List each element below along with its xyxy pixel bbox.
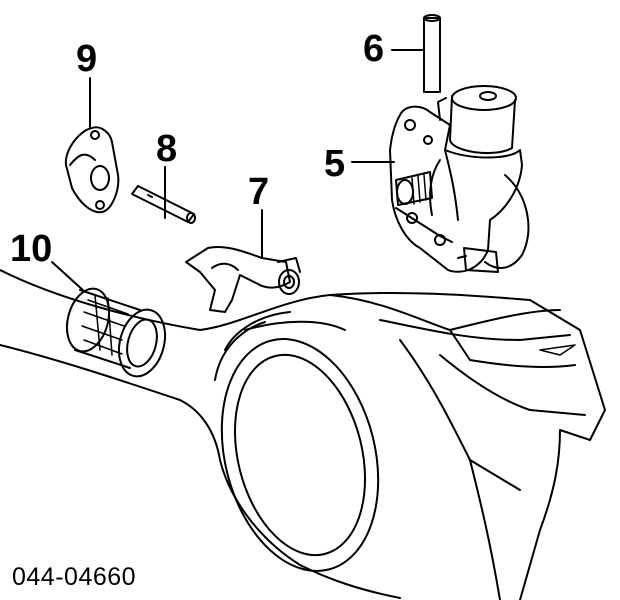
- part-5-actuator: [389, 85, 530, 273]
- callout-9: 9: [76, 38, 98, 80]
- callout-5: 5: [324, 143, 346, 185]
- callout-7: 7: [248, 171, 270, 213]
- transmission-housing: [0, 269, 606, 600]
- part-8-pin: [131, 185, 196, 224]
- part-7-shift-fork: [185, 246, 301, 313]
- callout-8: 8: [156, 128, 178, 170]
- output-flange: [214, 311, 380, 572]
- callout-10: 10: [10, 228, 53, 270]
- part-9-bracket: [64, 126, 120, 214]
- part-6-tube: [423, 14, 441, 93]
- part-10-bearing: [65, 287, 167, 378]
- diagram-reference-number: 044-04660: [12, 563, 137, 591]
- callout-6: 6: [363, 28, 385, 70]
- leader-10: [51, 261, 86, 293]
